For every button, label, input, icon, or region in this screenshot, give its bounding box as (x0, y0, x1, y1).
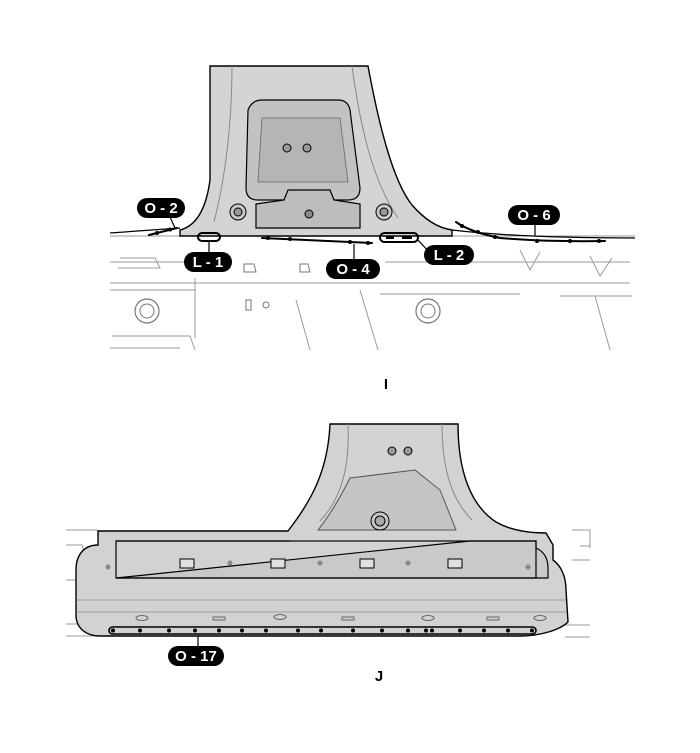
figure-i-weld-l2 (379, 232, 419, 243)
figure-i-weld-o2 (148, 227, 178, 236)
figure-i (109, 65, 636, 351)
figure-j-weld-o17 (108, 626, 537, 635)
callout-o17: O - 17 (168, 646, 224, 666)
figure-i-weld-o4 (261, 236, 373, 245)
svg-text:L - 1: L - 1 (193, 254, 224, 271)
svg-text:L - 2: L - 2 (434, 247, 465, 264)
figure-i-weld-o6 (455, 221, 606, 243)
figure-j-letter: J (375, 668, 383, 685)
svg-text:O - 17: O - 17 (175, 648, 217, 665)
figure-j-small-holes (105, 560, 531, 570)
figure-i-hole-left (134, 298, 160, 324)
figure-i-background-parts (110, 235, 635, 351)
svg-text:O - 6: O - 6 (517, 207, 550, 224)
callout-l2: L - 2 (424, 245, 474, 265)
callout-l1: L - 1 (184, 252, 232, 272)
callout-o6: O - 6 (508, 205, 560, 225)
figure-j-slots (179, 558, 463, 569)
callout-o4: O - 4 (326, 259, 380, 279)
svg-text:O - 4: O - 4 (336, 261, 370, 278)
svg-text:O - 2: O - 2 (144, 200, 177, 217)
figure-i-hole-right (415, 298, 441, 324)
figure-i-weld-l1 (197, 232, 221, 242)
figure-i-letter: I (384, 376, 388, 393)
figure-j (66, 423, 591, 648)
figure-j-pillar-stamping (316, 469, 457, 531)
figure-i-pillar-bracket (255, 189, 361, 229)
callout-o2: O - 2 (137, 198, 185, 218)
